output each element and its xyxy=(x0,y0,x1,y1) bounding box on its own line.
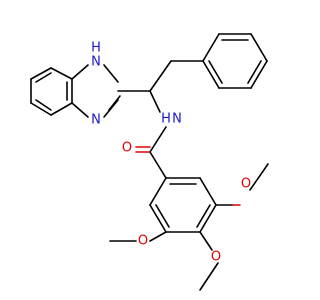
trimethoxyphenyl-ring xyxy=(149,177,217,233)
molecule-structure: H N N H N O xyxy=(30,33,269,291)
methoxy-o-left-label: O xyxy=(138,234,148,249)
imidazole-ring xyxy=(71,64,121,118)
phenyl-ring xyxy=(202,33,268,89)
methoxy-left xyxy=(109,231,167,242)
central-chain xyxy=(117,60,204,113)
imidazole-n-top-label: N xyxy=(91,55,101,70)
imidazole-n-bottom-label: N xyxy=(91,113,101,128)
methoxy-o-bottom-label: O xyxy=(211,250,221,265)
imidazole-h-label: H xyxy=(91,41,101,56)
methoxy-right xyxy=(215,163,269,206)
amide-h-label: H xyxy=(161,112,171,127)
amide-n-label: N xyxy=(172,112,182,127)
methoxy-o-right-label: O xyxy=(241,177,251,192)
methoxy-bottom xyxy=(199,231,219,291)
amide-group xyxy=(135,126,167,179)
benzimidazole-benzene-ring xyxy=(30,67,73,116)
carbonyl-o-label: O xyxy=(122,141,132,156)
